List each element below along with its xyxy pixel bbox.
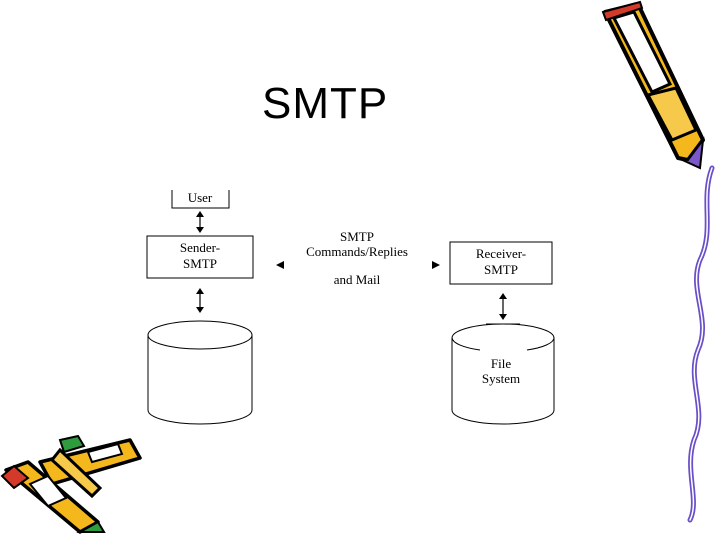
arrow-sender-db (196, 288, 204, 313)
sender-label-line1: Sender- (180, 240, 220, 255)
arrow-user-sender (196, 211, 204, 233)
middle-label-line1: SMTP (340, 229, 374, 244)
fs-label-line2: System (482, 371, 520, 386)
slide-title: SMTP (262, 79, 389, 128)
user-box: User (171, 190, 230, 209)
receiver-smtp-box: Receiver- SMTP (449, 241, 553, 285)
crayons-clipart-bottom-left (0, 434, 142, 534)
sender-label-line2: SMTP (183, 256, 217, 271)
decorative-wave-highlight (689, 167, 713, 521)
receiver-label-line2: SMTP (484, 262, 518, 277)
commands-label: SMTP Commands/Replies and Mail (306, 229, 408, 287)
file-system-cylinder: File System (451, 323, 555, 425)
fs-label-line1: File (491, 356, 511, 371)
left-arrowhead (276, 261, 284, 269)
right-arrowhead (432, 261, 440, 269)
user-label: User (188, 190, 213, 205)
middle-label-line2: Commands/Replies (306, 244, 408, 259)
sender-database-cylinder (147, 320, 253, 425)
middle-label-line3: and Mail (334, 272, 381, 287)
receiver-label-line1: Receiver- (476, 246, 526, 261)
sender-smtp-box: Sender- SMTP (146, 235, 254, 279)
arrow-receiver-fs (499, 293, 507, 320)
pencil-clipart-top-right (601, 0, 705, 170)
